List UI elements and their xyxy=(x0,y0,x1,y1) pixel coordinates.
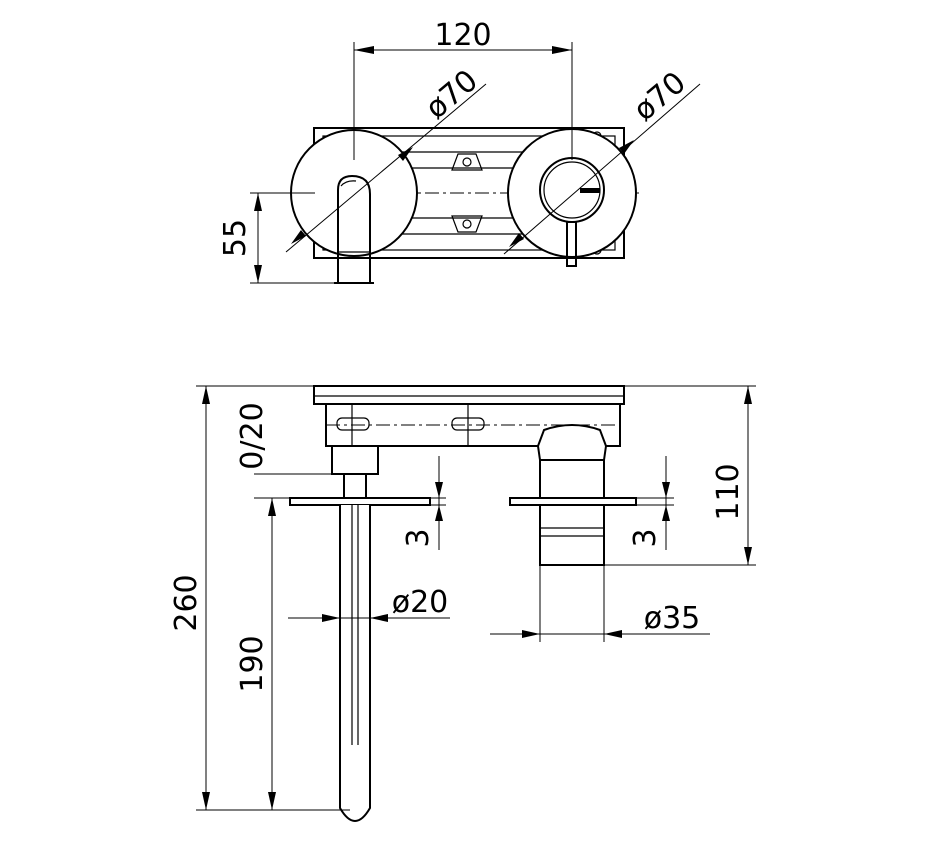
dim-top-height: 55 xyxy=(218,219,253,257)
arrow-head xyxy=(552,46,572,54)
dimension-line xyxy=(503,83,701,255)
arrow-head xyxy=(254,265,262,283)
dim-body-depth: 110 xyxy=(711,463,746,520)
dim-spout-diameter: ø20 xyxy=(392,585,449,620)
arrow-head xyxy=(370,614,388,622)
dim-spout-length: 190 xyxy=(235,635,270,692)
arrow-head xyxy=(322,614,340,622)
arrow-head xyxy=(435,505,443,521)
mounting-bracket xyxy=(451,215,483,233)
arrow-head xyxy=(268,792,276,810)
top-view: 120 ø70 ø70 55 xyxy=(218,18,701,284)
dim-handle-plate-gap: 3 xyxy=(628,528,663,547)
dim-adjustment: 0/20 xyxy=(235,402,270,469)
handle-plate xyxy=(509,497,637,506)
spout-plate xyxy=(289,497,431,506)
dim-handle-diameter: ø35 xyxy=(644,601,701,636)
arrow-head xyxy=(202,386,210,404)
arrow-head xyxy=(662,505,670,521)
arrow-head xyxy=(254,193,262,211)
bracket-hole xyxy=(462,157,472,167)
arrow-head xyxy=(354,46,374,54)
dim-spout-plate-gap: 3 xyxy=(401,528,436,547)
side-view: 260 190 0/20 3 3 ø20 xyxy=(169,385,756,822)
bracket-clip xyxy=(336,417,370,431)
side-backing-plate xyxy=(313,385,625,405)
arrow-head xyxy=(435,482,443,498)
arrow-head xyxy=(604,630,622,638)
dimension-line xyxy=(285,83,487,253)
arrow-head xyxy=(744,547,752,565)
arrow-head xyxy=(202,792,210,810)
spout-stem xyxy=(343,473,367,499)
handle-lever xyxy=(566,221,577,267)
handle-housing xyxy=(539,459,605,499)
dim-overall-length: 260 xyxy=(169,574,204,631)
spout-curve xyxy=(340,180,357,187)
spout-stem-top xyxy=(331,445,379,475)
spout-top xyxy=(337,174,371,283)
spout-body xyxy=(339,505,371,822)
arrow-head xyxy=(268,498,276,516)
dim-right-diameter: ø70 xyxy=(627,65,693,128)
arrow-head xyxy=(744,386,752,404)
handle-indicator xyxy=(580,188,600,193)
bracket-hole xyxy=(462,219,472,229)
arrow-head xyxy=(509,233,524,247)
bracket-clip xyxy=(451,417,485,431)
arrow-head xyxy=(662,482,670,498)
handle-cartridge xyxy=(536,424,608,461)
dim-left-diameter: ø70 xyxy=(419,63,485,126)
arrow-head xyxy=(398,147,413,161)
handle-body xyxy=(539,504,605,566)
arrow-head xyxy=(619,140,634,154)
arrow-head xyxy=(522,630,540,638)
mounting-bracket xyxy=(451,153,483,171)
arrow-head xyxy=(291,230,306,244)
dim-top-width: 120 xyxy=(434,18,491,53)
